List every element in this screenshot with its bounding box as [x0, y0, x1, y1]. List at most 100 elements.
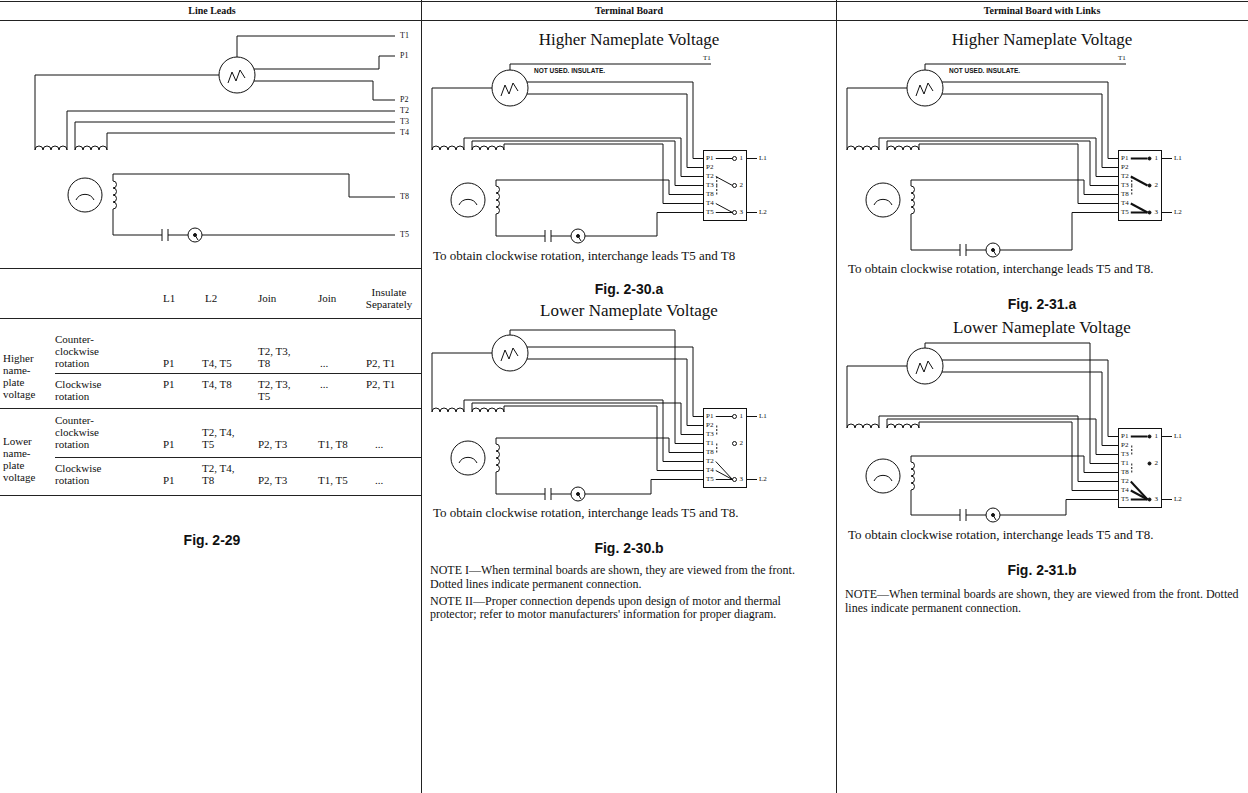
terminal-link	[1131, 204, 1148, 213]
section-heading: Lower Nameplate Voltage	[540, 301, 718, 321]
auxiliary-winding	[911, 186, 915, 214]
main-winding	[847, 146, 879, 150]
row-heading: Counter-clockwise rotation	[55, 333, 111, 369]
winding-wire	[911, 214, 960, 250]
main-winding	[472, 408, 504, 412]
lead-label: T4	[706, 466, 714, 475]
column-heading: Terminal Board	[595, 5, 663, 17]
thermal-protector	[219, 57, 255, 93]
switch-arm	[578, 494, 581, 499]
table-cell: P2, T1	[366, 378, 395, 391]
terminal-number: 2	[1155, 181, 1159, 190]
lead-label: P2	[706, 421, 713, 430]
lead-label: T1	[1118, 54, 1126, 62]
permanent-link	[716, 426, 717, 435]
table-header: Insulate Separately	[362, 286, 416, 310]
instruction-text: To obtain clockwise rotation, interchang…	[433, 506, 773, 521]
figure-number: Fig. 2-30.b	[594, 540, 663, 556]
capacitor-plate	[545, 230, 546, 242]
terminal-link	[1131, 499, 1148, 501]
starting-switch	[571, 487, 585, 501]
auxiliary-winding	[496, 444, 500, 472]
insulate-note: NOT USED. INSULATE.	[949, 67, 1020, 74]
lead-label: T1	[706, 439, 714, 448]
main-winding	[432, 408, 464, 412]
row-heading: Counter-clockwise rotation	[55, 414, 111, 450]
lead-label: T8	[706, 448, 714, 457]
main-winding	[472, 146, 504, 150]
protector-element	[228, 70, 245, 83]
protector-element	[501, 83, 518, 96]
table-rule	[0, 268, 421, 269]
starting-switch	[571, 229, 585, 243]
lead-wire	[585, 213, 703, 237]
terminal-link	[1131, 177, 1148, 186]
rotor-symbol	[451, 183, 485, 217]
lead-label: T5	[1121, 495, 1129, 504]
auxiliary-winding	[496, 186, 500, 214]
winding-wire	[496, 472, 545, 494]
permanent-link	[1131, 186, 1132, 195]
switch-arm	[195, 235, 198, 240]
terminal-number: 2	[740, 181, 744, 190]
terminal-stud	[1148, 462, 1151, 465]
thermal-protector	[907, 70, 943, 106]
winding-wire	[551, 236, 571, 237]
lead-label: P2	[1121, 163, 1128, 172]
frame-rule	[421, 0, 422, 793]
terminal-number: 3	[740, 208, 744, 217]
lead-wire	[919, 144, 1118, 204]
table-cell: P1	[163, 438, 175, 451]
line-label: L1	[1174, 432, 1182, 441]
table-rule	[0, 495, 421, 496]
winding-wire	[966, 515, 986, 516]
main-winding	[432, 146, 464, 150]
lead-label: T3	[400, 117, 409, 126]
line-lead	[747, 212, 757, 213]
line-lead	[747, 416, 757, 417]
lead-label: T4	[1121, 486, 1129, 495]
line-lead	[1162, 499, 1172, 500]
lead-label: T8	[1121, 190, 1129, 199]
lead-wire	[472, 403, 703, 435]
terminal-link	[716, 204, 733, 213]
terminal-link	[716, 479, 733, 480]
table-cell: P2, T3	[258, 474, 287, 487]
capacitor-plate	[545, 488, 546, 500]
lead-wire	[887, 419, 1118, 455]
terminal-number: 1	[740, 412, 744, 421]
table-cell: ...	[375, 474, 383, 487]
lead-wire	[1000, 213, 1118, 251]
terminal-link	[1131, 482, 1148, 500]
thermal-protector	[492, 335, 528, 371]
terminal-stud	[1148, 157, 1151, 160]
lead-wire	[107, 133, 395, 150]
terminal-number: 1	[740, 154, 744, 163]
lead-label: T5	[1121, 208, 1129, 217]
line-lead	[1162, 436, 1172, 437]
lead-label: T3	[706, 181, 714, 190]
lead-wire	[464, 400, 703, 462]
terminal-board: P1P2T3T1T8T2T4T5123	[703, 408, 747, 488]
table-cell: ...	[375, 438, 383, 451]
rotor-mark	[874, 475, 892, 481]
lead-wire	[942, 372, 1118, 446]
lead-label: T1	[703, 54, 711, 62]
lead-label: T3	[706, 430, 714, 439]
line-label: L2	[1174, 495, 1182, 504]
table-cell: P1	[163, 378, 175, 391]
frame-rule	[0, 20, 1248, 21]
lead-label: T5	[400, 230, 409, 239]
lead-wire	[67, 111, 395, 150]
rotor-mark	[459, 199, 477, 205]
capacitor-plate	[960, 509, 961, 521]
lead-wire	[504, 144, 703, 204]
main-winding	[887, 424, 919, 428]
starting-switch	[986, 243, 1000, 257]
lead-wire	[75, 122, 395, 150]
line-lead	[1162, 212, 1172, 213]
switch-arm	[993, 515, 996, 520]
lead-wire	[202, 235, 395, 236]
starting-switch	[188, 228, 202, 242]
